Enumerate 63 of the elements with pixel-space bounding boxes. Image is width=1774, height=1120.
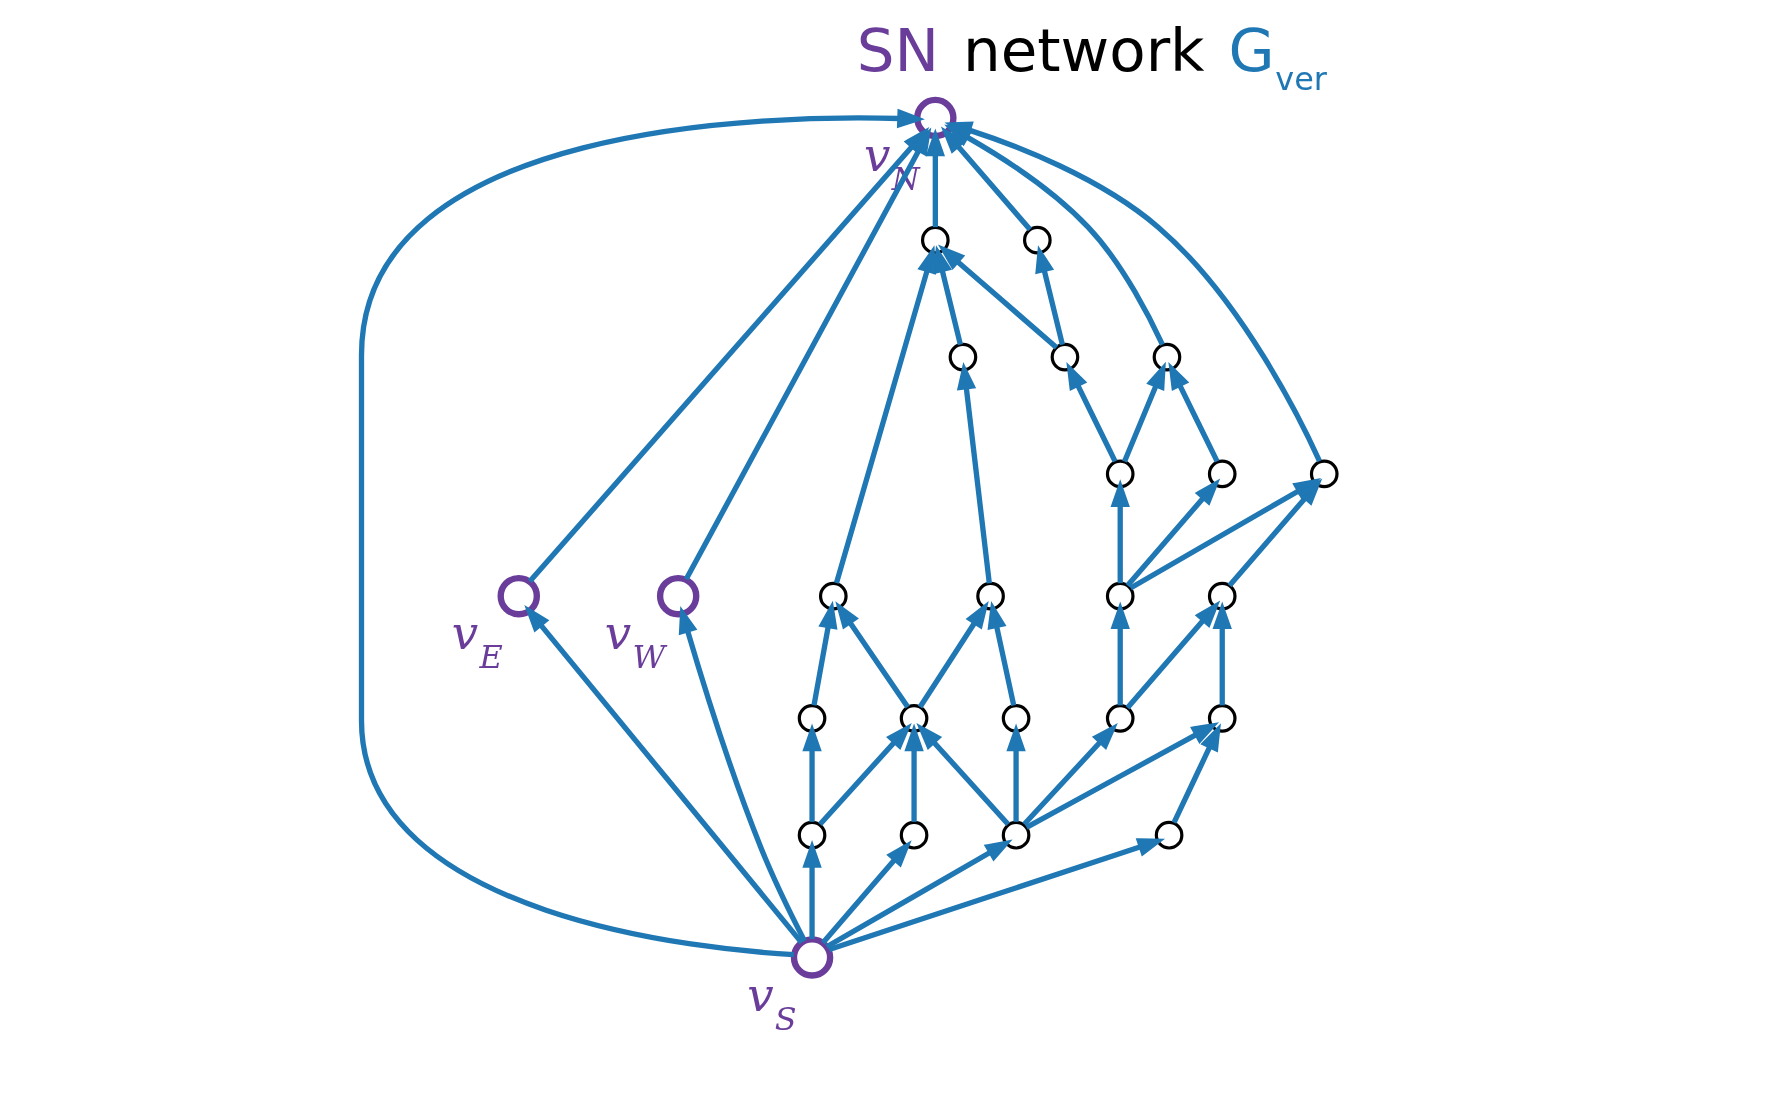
arrow [1005,723,1026,822]
arrow [917,601,989,709]
arrow [1125,478,1220,588]
arrow [801,839,822,939]
node-circle [1105,704,1135,733]
arrow [956,361,992,584]
node-label: v$_{S}$ [746,967,797,1038]
node-circle [797,704,826,733]
node-label: v$_{E}$ [451,606,503,677]
node-circle [1105,459,1135,489]
diagram-title: SN network G$_{ver}$ [856,15,1327,98]
arrow [903,723,924,822]
arrow [817,723,912,827]
node-circle [899,704,928,733]
arrow [1171,723,1221,824]
node-circle [899,820,928,850]
arrow [824,839,1013,950]
node-circle [1022,225,1052,255]
arrow [915,723,1010,827]
arrow [834,601,910,709]
arrow [1167,362,1219,463]
node-circle [797,820,826,850]
node-circle [818,581,848,611]
node-circle [497,574,540,618]
node-circle [913,96,957,140]
arrow [1021,723,1118,827]
arrow [1212,601,1232,706]
arrow [1110,601,1130,706]
node-circle [1001,820,1030,850]
node-circle [656,574,699,618]
arrow [801,723,822,822]
arrow [358,108,925,958]
arrow [833,245,936,584]
node-circle [1207,581,1237,611]
node-circle [1105,581,1135,611]
arrow [810,600,837,706]
node-circle [920,225,950,255]
arrow [820,840,912,945]
arrow [987,600,1016,706]
node-circle [1050,342,1079,372]
arrow [932,245,963,346]
node-circle [1154,820,1183,850]
arrow [678,605,807,943]
arrow [940,126,1032,232]
node-circle [790,936,833,979]
arrow [937,244,1058,350]
arrow [523,604,804,945]
node-circle [975,581,1005,611]
node-circle [1001,704,1030,733]
node-circle [1207,459,1237,489]
node-circle [1152,342,1181,372]
arrow [1024,722,1219,830]
arrow [1065,362,1117,463]
arrow [943,124,1165,346]
arrow [1121,361,1166,463]
arrow [1034,245,1065,346]
node-circle [1309,459,1339,489]
node-circle [948,342,977,372]
arrow [1110,479,1130,584]
arrow [925,128,945,228]
arrow [1125,600,1220,710]
node-circle [1207,704,1237,733]
arrow [827,838,1165,953]
